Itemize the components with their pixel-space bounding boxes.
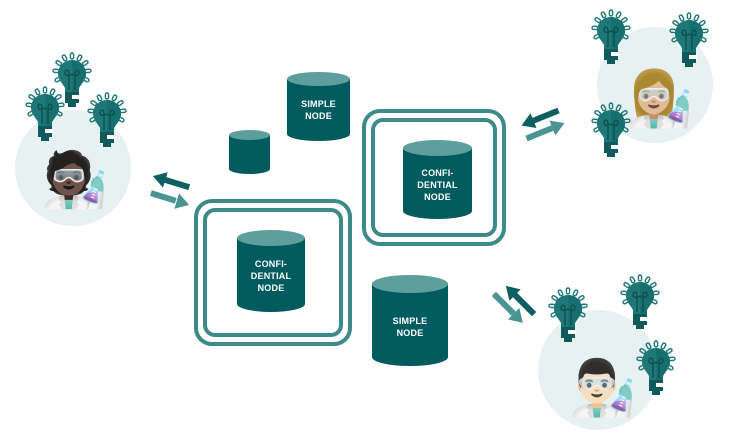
simple-node-bottom-label-line1: SIMPLE	[393, 316, 428, 326]
exchange-arrows-top-right	[521, 107, 565, 142]
confidential-node-right-label-line2: DENTIAL	[417, 180, 458, 190]
confidential-node-right-label-line1: CONFI-	[421, 168, 453, 178]
exchange-arrows-bottom-right	[491, 285, 537, 323]
confidential-frame-left	[194, 199, 352, 346]
simple-node-top-label-line1: SIMPLE	[301, 99, 336, 109]
confidential-node-left-label-line3: NODE	[258, 283, 285, 293]
confidential-frame-right	[362, 109, 506, 246]
confidential-node-left-label-line2: DENTIAL	[251, 271, 292, 281]
exchange-arrows-left	[149, 172, 191, 209]
confidential-node-right[interactable]: CONFI- DENTIAL NODE	[403, 140, 473, 219]
simple-node-top-label-line2: NODE	[305, 111, 332, 121]
simple-node-bottom-label-line2: NODE	[397, 328, 424, 338]
small-node[interactable]	[229, 130, 270, 174]
scientist-top-right-avatar[interactable]: 👩🏼‍🔬	[626, 68, 693, 129]
scientist-left-avatar[interactable]: 🧑🏿‍🔬	[41, 147, 108, 210]
confidential-node-left-label-line1: CONFI-	[255, 259, 287, 269]
scientist-bottom-right-avatar[interactable]: 👨🏻‍🔬	[569, 357, 636, 418]
confidential-node-right-label-line3: NODE	[424, 192, 451, 202]
confidential-node-left[interactable]: CONFI- DENTIAL NODE	[237, 230, 305, 312]
simple-node-bottom[interactable]: SIMPLE NODE	[372, 275, 448, 366]
simple-node-top[interactable]: SIMPLE NODE	[287, 72, 350, 142]
